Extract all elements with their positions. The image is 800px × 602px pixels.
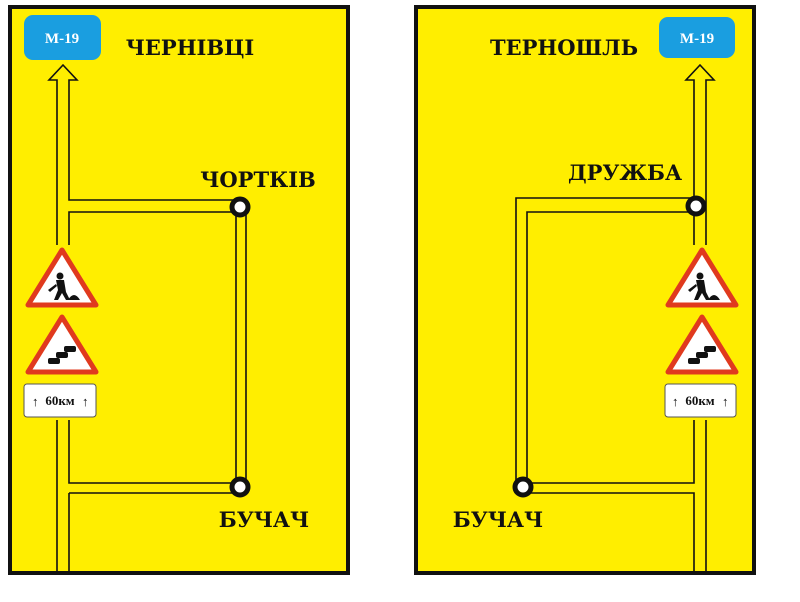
right-detour-sign: М-19 ТЕРНОШЛЬ ДРУЖБА БУЧАЧ ↑ 60км ↑ [414, 5, 756, 575]
junction-top-node [685, 195, 707, 217]
route-badge: М-19 [24, 15, 101, 60]
route-badge-label: М-19 [680, 31, 714, 47]
detour-route [512, 63, 716, 573]
junction-top-label: ЧОРТКІВ [200, 167, 316, 192]
arrow-up-icon: ↑ [32, 394, 39, 409]
left-detour-sign: М-19 ЧЕРНІВЦІ ЧОРТКІВ БУЧАЧ ↑ 60км ↑ [8, 5, 350, 575]
distance-plate: ↑ 60км ↑ [664, 383, 737, 418]
detour-route [47, 63, 251, 573]
distance-label: 60км [685, 393, 714, 408]
arrow-up-icon: ↑ [672, 394, 679, 409]
traffic-queue-icon [25, 314, 99, 375]
distance-plate: ↑ 60км ↑ [23, 383, 97, 418]
road-works-icon [25, 247, 99, 308]
arrow-up-icon: ↑ [82, 394, 89, 409]
junction-bottom-node [512, 476, 534, 498]
junction-top-label: ДРУЖБА [568, 160, 682, 185]
destination-label: ТЕРНОШЛЬ [490, 35, 638, 60]
junction-bottom-label: БУЧАЧ [219, 507, 309, 532]
junction-top-node [229, 196, 251, 218]
distance-label: 60км [45, 393, 74, 408]
route-badge-label: М-19 [45, 31, 79, 47]
road-works-icon [665, 247, 739, 308]
junction-bottom-label: БУЧАЧ [453, 507, 543, 532]
traffic-queue-icon [665, 314, 739, 375]
junction-bottom-node [229, 476, 251, 498]
destination-label: ЧЕРНІВЦІ [126, 35, 255, 60]
arrow-up-icon: ↑ [722, 394, 729, 409]
route-badge: М-19 [659, 17, 735, 58]
